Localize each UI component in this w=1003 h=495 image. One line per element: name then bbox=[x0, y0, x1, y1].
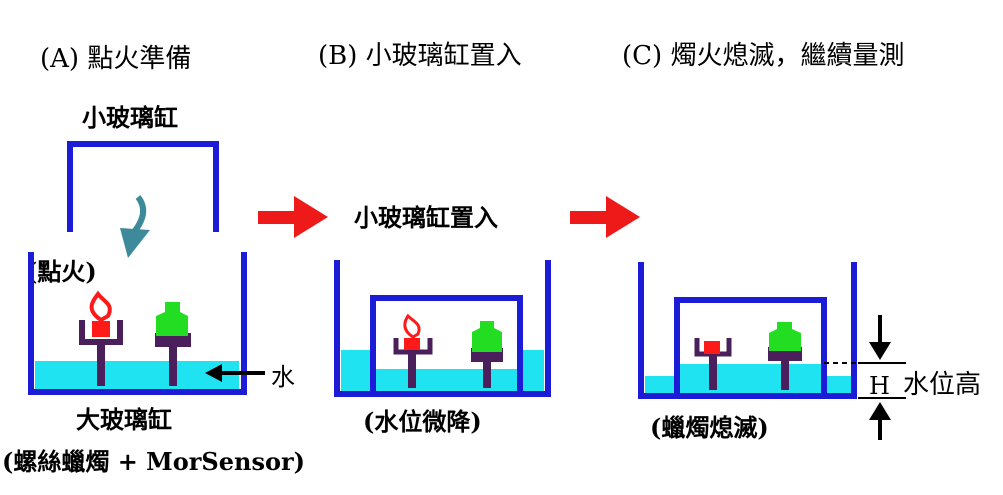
red-arrow-1 bbox=[258, 196, 328, 238]
big-jar-detail: (螺絲蠟燭 + MorSensor) bbox=[2, 447, 305, 476]
h-symbol: H bbox=[869, 372, 890, 400]
water-c-inner bbox=[680, 364, 824, 393]
sensor-c bbox=[768, 322, 802, 390]
big-jar-label: 大玻璃缸 bbox=[76, 405, 172, 434]
big-jar-c bbox=[638, 262, 857, 399]
water-b-inner bbox=[376, 369, 520, 391]
sensor-a bbox=[155, 302, 191, 386]
water-c-right bbox=[824, 376, 852, 393]
h-up-arrow-head bbox=[869, 402, 891, 420]
water-b-right bbox=[520, 350, 544, 391]
small-jar-label: 小玻璃缸 bbox=[82, 103, 178, 132]
small-jar-in-label: 小玻璃缸置入 bbox=[354, 203, 498, 232]
step-a-title: (A) 點火準備 bbox=[40, 44, 192, 74]
curve-arrow bbox=[131, 195, 147, 234]
water-b bbox=[341, 350, 371, 391]
candle-c bbox=[694, 338, 732, 390]
water-c-left bbox=[645, 376, 674, 393]
water-a bbox=[35, 361, 239, 389]
big-jar-b bbox=[334, 260, 551, 397]
step-b-title: (B) 小玻璃缸置入 bbox=[318, 41, 522, 71]
sensor-b bbox=[471, 321, 503, 388]
small-jar-c bbox=[674, 297, 827, 396]
h-down-arrow-head bbox=[869, 342, 891, 360]
candle-b bbox=[393, 313, 433, 388]
small-jar-a bbox=[67, 141, 219, 232]
water-label: 水 bbox=[271, 363, 295, 391]
extinguish-label: (蠟燭熄滅) bbox=[650, 413, 769, 442]
small-jar-b bbox=[370, 295, 523, 394]
water-pointer-head bbox=[205, 364, 222, 382]
step-c-title: (C) 燭火熄滅，繼續量測 bbox=[622, 41, 905, 71]
curve-arrow-head bbox=[120, 228, 150, 258]
big-jar-a bbox=[28, 252, 247, 395]
panel-b bbox=[334, 260, 551, 397]
ignite-label: (點火) bbox=[26, 257, 97, 286]
level-drop-label: (水位微降) bbox=[363, 407, 482, 436]
flame-a bbox=[89, 290, 112, 323]
red-arrow-2 bbox=[570, 196, 640, 238]
panel-c bbox=[638, 262, 906, 440]
water-height-label: 水位高 bbox=[903, 370, 982, 400]
flame-b bbox=[403, 313, 421, 339]
candle-a bbox=[79, 290, 123, 386]
panel-a bbox=[28, 141, 265, 395]
